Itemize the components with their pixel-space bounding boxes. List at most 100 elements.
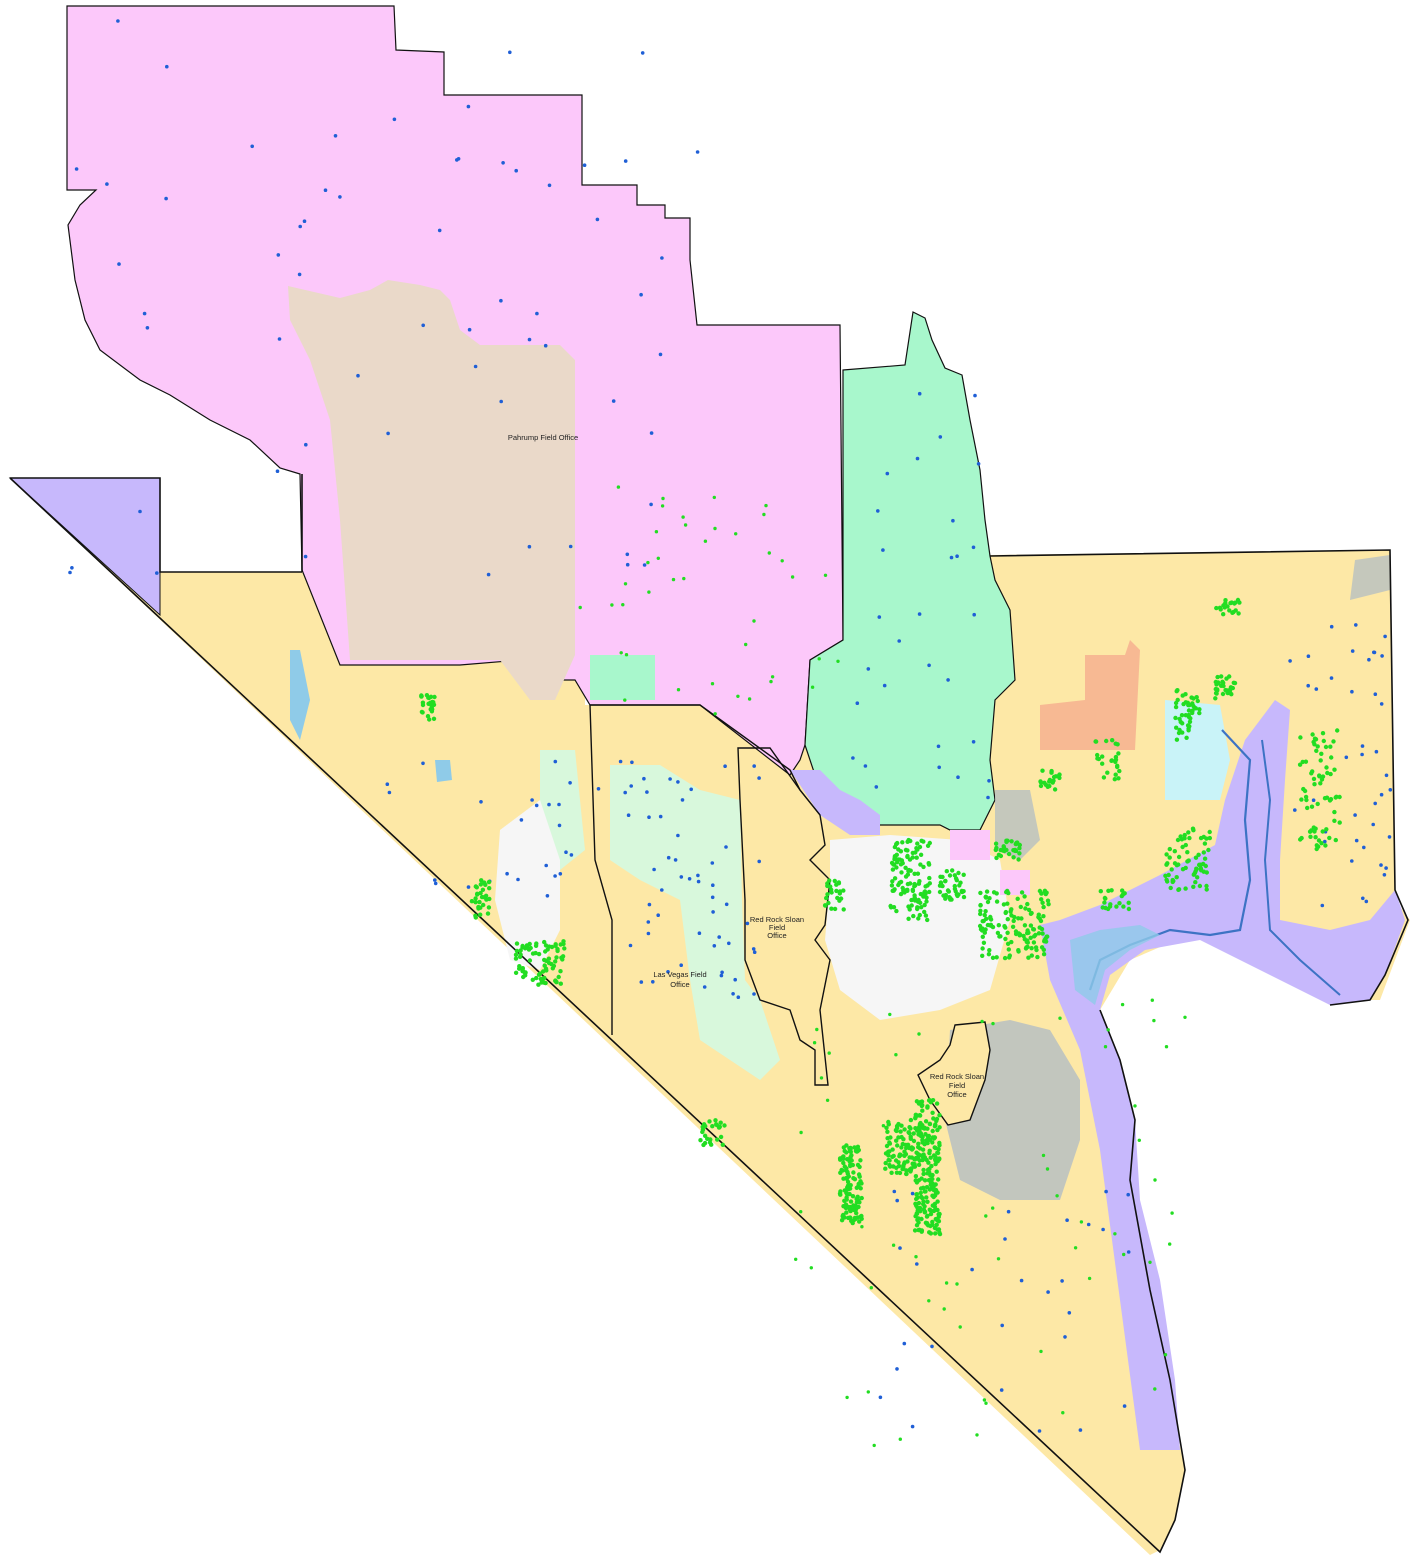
green-point — [914, 1223, 920, 1228]
green-point — [848, 1149, 853, 1155]
blue-point — [302, 219, 307, 223]
green-point — [953, 889, 958, 894]
blue-point — [752, 992, 756, 996]
green-point — [1301, 786, 1306, 792]
blue-point — [712, 944, 717, 948]
green-point — [530, 977, 535, 982]
blue-point — [519, 818, 524, 822]
green-point — [918, 891, 923, 897]
green-point — [1300, 759, 1305, 765]
green-point — [934, 1118, 939, 1124]
green-point — [1100, 761, 1105, 766]
green-point — [1017, 846, 1022, 851]
green-point — [1312, 742, 1317, 747]
las-vegas-label-1: Las Vegas Field — [653, 970, 706, 979]
blue-point — [647, 902, 652, 907]
blue-point — [356, 373, 360, 378]
county-boundary — [9, 474, 1409, 1554]
green-point — [932, 1225, 938, 1231]
green-point — [940, 874, 945, 880]
green-point — [794, 1257, 798, 1262]
green-point — [1204, 883, 1209, 889]
green-point — [1173, 715, 1178, 721]
blue-point — [660, 888, 664, 892]
green-point — [927, 1121, 933, 1127]
green-point — [1052, 787, 1058, 792]
cyan-zone — [1165, 700, 1230, 800]
green-point — [1231, 680, 1237, 685]
green-point — [1218, 607, 1223, 612]
green-point — [928, 1155, 933, 1160]
river-channel-east — [1261, 739, 1341, 996]
green-point — [838, 1192, 843, 1197]
green-point — [1126, 906, 1132, 912]
blue-point — [74, 167, 79, 171]
blue-point — [876, 509, 880, 513]
green-point — [947, 873, 953, 878]
green-point — [918, 1190, 923, 1196]
green-point — [714, 1122, 719, 1127]
green-point — [943, 892, 948, 898]
green-point — [1117, 901, 1122, 906]
blue-point — [642, 776, 646, 781]
blue-point — [668, 777, 672, 781]
green-point — [1299, 835, 1304, 841]
green-point — [936, 1177, 941, 1182]
green-point — [825, 883, 830, 889]
green-point — [562, 946, 567, 951]
green-point — [1025, 901, 1030, 907]
blue-point — [1060, 1279, 1064, 1283]
blue-point — [527, 337, 532, 342]
green-point — [889, 883, 895, 888]
green-point — [922, 1142, 927, 1147]
blue-point — [545, 894, 550, 898]
green-point — [1119, 893, 1125, 899]
green-point — [475, 892, 480, 897]
green-point — [1015, 840, 1020, 845]
blue-point — [646, 931, 651, 936]
green-point — [1201, 861, 1206, 867]
green-point — [822, 903, 828, 908]
blue-point — [155, 571, 159, 575]
blue-point — [1000, 1323, 1004, 1328]
green-point — [419, 693, 424, 699]
green-point — [996, 1257, 1001, 1261]
green-point — [906, 837, 911, 843]
blue-point — [553, 874, 557, 878]
green-point — [845, 1169, 850, 1175]
green-point — [940, 883, 945, 889]
green-point — [1324, 795, 1330, 800]
green-point — [1153, 1178, 1157, 1182]
green-point — [918, 1186, 924, 1191]
green-point — [994, 899, 1000, 904]
green-point — [933, 1231, 938, 1236]
green-point — [930, 1203, 935, 1208]
blue-point — [1372, 650, 1377, 655]
blue-point — [731, 992, 735, 996]
blue-point — [618, 759, 623, 764]
green-point — [780, 559, 784, 563]
green-point — [994, 891, 999, 896]
green-point — [1197, 707, 1202, 712]
blue-point — [897, 639, 901, 643]
green-point — [925, 843, 931, 848]
green-point — [1223, 600, 1228, 606]
blue-point — [421, 761, 425, 766]
green-point — [928, 1182, 933, 1188]
green-point — [927, 881, 932, 886]
green-point — [660, 504, 665, 508]
blue-point — [1006, 1209, 1011, 1214]
blue-point — [910, 1424, 915, 1429]
green-point — [856, 1172, 862, 1177]
green-point — [841, 1204, 846, 1209]
green-point — [934, 1169, 939, 1174]
blue-point — [479, 800, 483, 804]
green-point — [935, 1127, 940, 1133]
green-point — [859, 1195, 864, 1201]
blue-point — [467, 327, 472, 332]
blue-point — [1388, 788, 1393, 792]
blue-point — [1360, 744, 1365, 748]
green-point — [1174, 737, 1180, 742]
green-point — [482, 880, 487, 885]
green-point — [983, 894, 989, 899]
